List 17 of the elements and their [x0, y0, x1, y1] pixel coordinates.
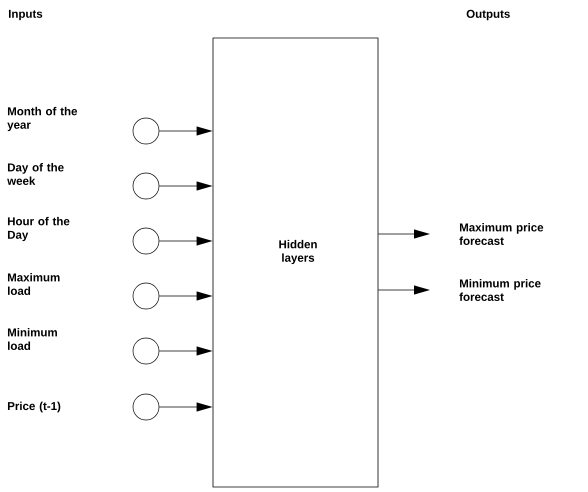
input-circle [132, 394, 160, 420]
input-label: Hour of the Day [8, 216, 70, 242]
input-circle [132, 118, 160, 144]
input-label: Month of the year [7, 106, 78, 132]
hidden-layers-box: Hidden layers [212, 38, 378, 488]
input-label: Maximum load [8, 273, 60, 295]
input-circle [132, 282, 160, 310]
output-label: Minimum price forecast [459, 279, 541, 301]
column-heading: Inputs [8, 10, 42, 20]
input-circle [132, 172, 160, 200]
input-label: Day of the week [7, 163, 64, 185]
column-heading: Outputs [466, 10, 510, 20]
input-circle [132, 228, 160, 254]
input-label: Minimum load [8, 328, 57, 350]
output-label: Maximum price forecast [459, 223, 544, 245]
input-circle [132, 338, 160, 364]
input-label: Price (t-1) [8, 402, 60, 412]
